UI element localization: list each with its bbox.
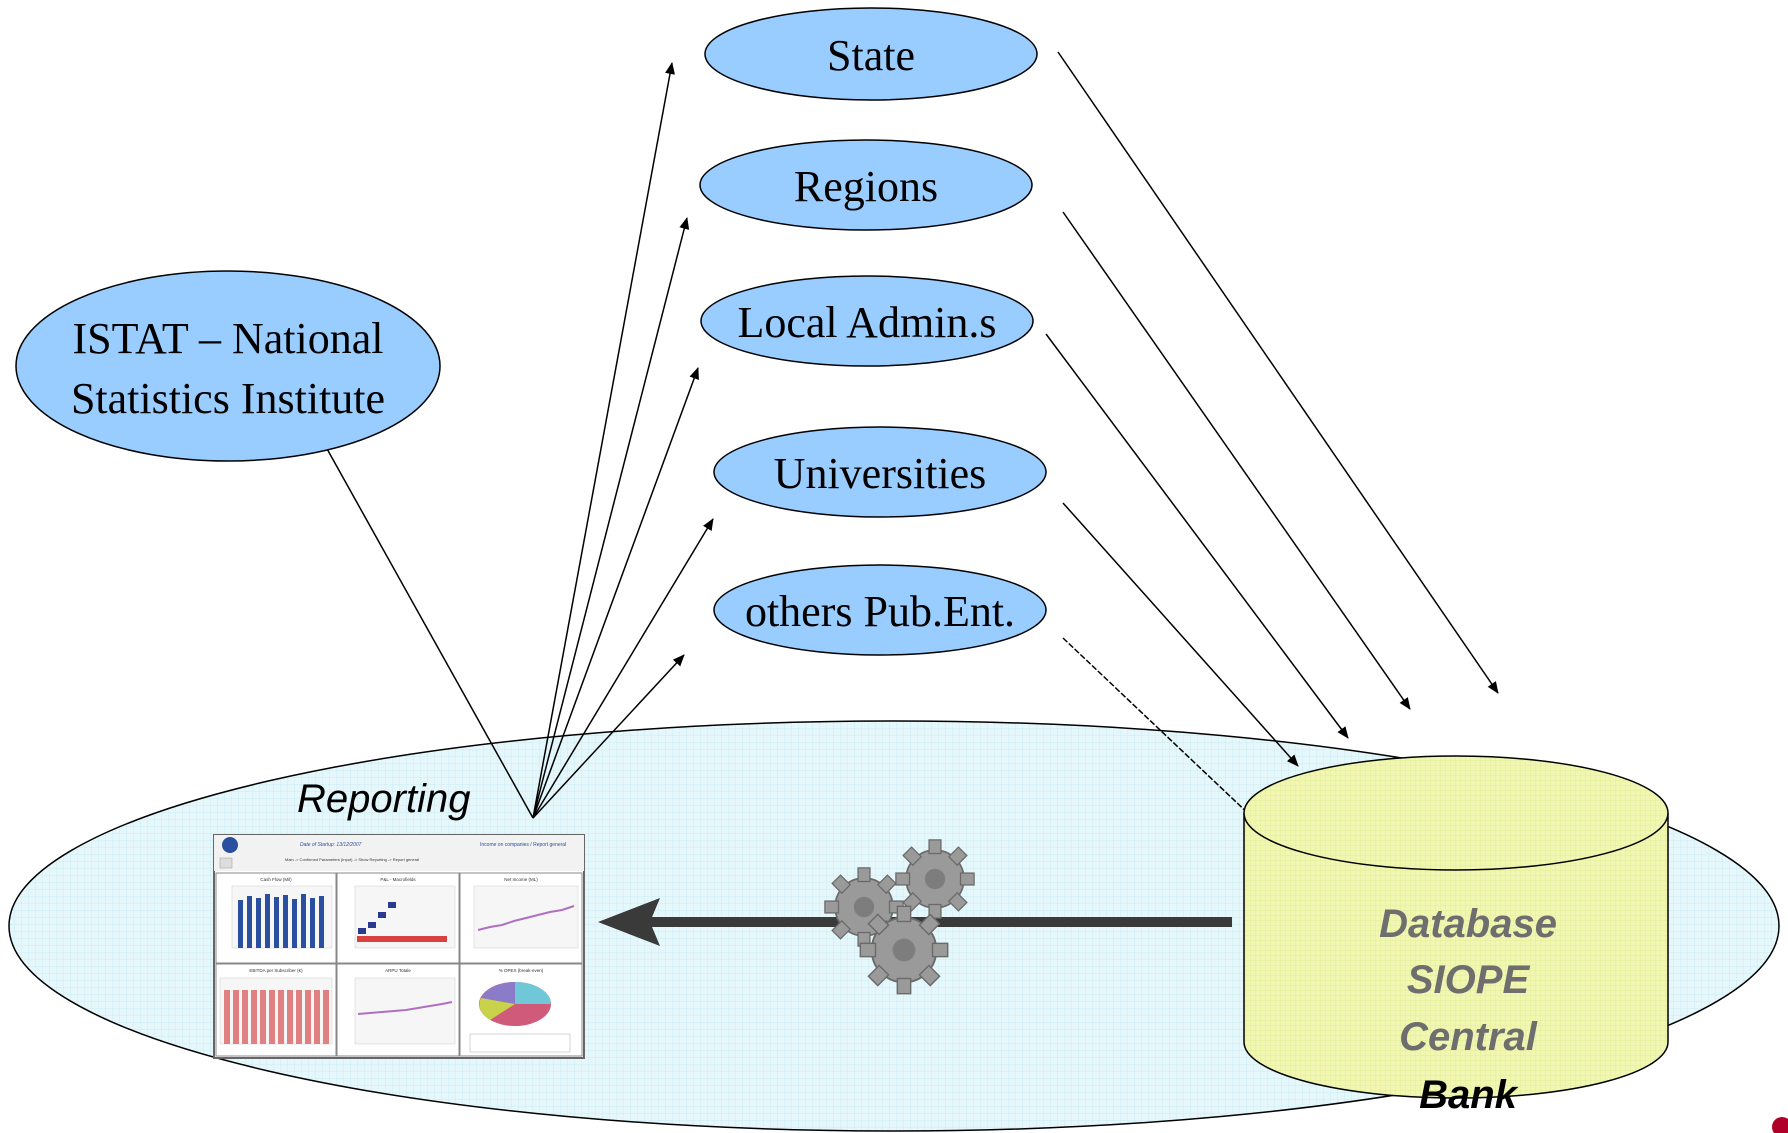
node-others-label: others Pub.Ent. bbox=[745, 587, 1015, 636]
node-regions-label: Regions bbox=[794, 162, 938, 211]
panel-title-3: Net Income (ML) bbox=[504, 877, 538, 882]
database-label-1: Database bbox=[1379, 902, 1557, 946]
node-state-label: State bbox=[827, 31, 915, 80]
node-regions: Regions bbox=[699, 139, 1033, 231]
report-logo bbox=[222, 837, 238, 853]
database-label-3: Central bbox=[1399, 1015, 1538, 1059]
report-header-left: Date of Startup: 13/12/2007 bbox=[300, 842, 362, 848]
database-label-4: Bank bbox=[1419, 1073, 1519, 1117]
report-thumbnail: Date of Startup: 13/12/2007 Income on co… bbox=[213, 834, 585, 1059]
node-local-admins-label: Local Admin.s bbox=[737, 298, 996, 347]
node-universities: Universities bbox=[713, 426, 1047, 518]
panel-title-6: % OPEX (break-even) bbox=[499, 968, 544, 973]
node-local-admins: Local Admin.s bbox=[700, 275, 1034, 367]
output-arrows bbox=[306, 62, 714, 819]
node-istat-label-1: ISTAT – National bbox=[73, 314, 384, 363]
database-cylinder: Database SIOPE Central Bank bbox=[1243, 755, 1669, 1117]
node-universities-label: Universities bbox=[774, 449, 987, 498]
panel-title-1: Cash Flow (Mil) bbox=[260, 877, 292, 882]
node-state: State bbox=[704, 7, 1038, 101]
database-label-2: SIOPE bbox=[1407, 958, 1531, 1002]
corner-mark bbox=[1772, 1117, 1788, 1133]
node-others: others Pub.Ent. bbox=[713, 564, 1047, 656]
node-istat: ISTAT – National Statistics Institute bbox=[15, 270, 441, 462]
node-istat-label-2: Statistics Institute bbox=[71, 374, 385, 423]
panel-title-5: ARPU Totale bbox=[385, 968, 411, 973]
report-header-right: Income on companies / Report general bbox=[480, 842, 566, 848]
input-arrows bbox=[1045, 51, 1499, 837]
panel-title-4: EBITDA per Subscriber (€) bbox=[249, 968, 303, 973]
reporting-label: Reporting bbox=[297, 777, 470, 821]
panel-title-2: P&L - Macrofields bbox=[380, 877, 416, 882]
report-subheader: Main -> Confirmed Parameters (Input) -> … bbox=[285, 857, 419, 862]
